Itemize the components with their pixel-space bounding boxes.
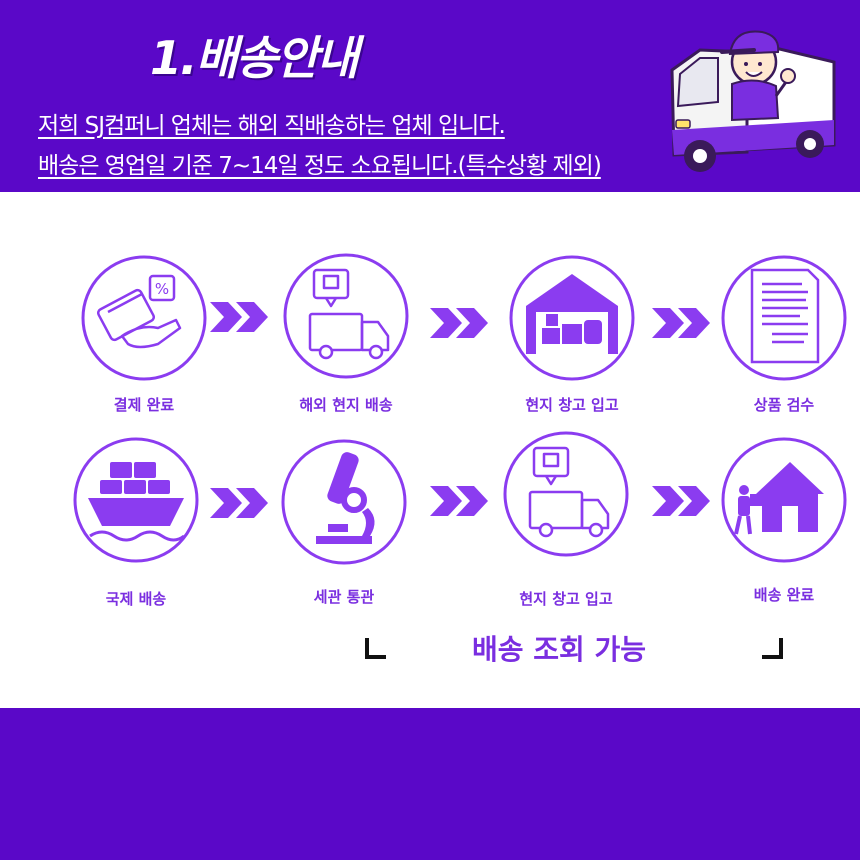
step-label: 현지 창고 입고 <box>519 590 613 608</box>
microscope-icon <box>316 452 375 544</box>
credit-card-icon: % <box>96 274 182 349</box>
warehouse-icon <box>526 274 618 354</box>
svg-text:%: % <box>155 280 169 298</box>
chevron-right-icon <box>428 306 494 340</box>
chevron-right-icon <box>650 306 716 340</box>
chevron-right-icon <box>650 484 716 518</box>
delivery-truck-icon <box>308 268 390 360</box>
chevron-right-icon <box>208 300 274 334</box>
bracket-left-icon <box>364 636 388 660</box>
step-label: 세관 통관 <box>313 588 375 606</box>
step-local-warehouse <box>508 254 636 382</box>
step-label: 배송 완료 <box>753 586 815 604</box>
header-banner: 1.배송안내 저희 SJ컴퍼니 업체는 해외 직배송하는 업체 입니다. 배송은… <box>0 0 860 192</box>
step-label: 결제 완료 <box>113 396 175 414</box>
cargo-ship-icon <box>88 462 185 542</box>
page-title: 1.배송안내 <box>150 31 359 85</box>
step-payment-complete: % <box>80 254 208 382</box>
document-icon <box>750 268 820 364</box>
delivery-truck-icon <box>528 446 610 538</box>
step-overseas-delivery <box>282 252 410 380</box>
step-label: 현지 창고 입고 <box>525 396 619 414</box>
step-customs-clearance <box>280 438 408 566</box>
intro-line-2: 배송은 영업일 기준 7~14일 정도 소요됩니다.(특수상황 제외) <box>38 153 602 179</box>
chevron-right-icon <box>208 486 274 520</box>
step-label: 국제 배송 <box>105 590 167 608</box>
delivery-driver-truck-illustration <box>662 10 840 180</box>
step-international-shipping <box>72 436 200 564</box>
step-delivery-complete <box>720 436 848 564</box>
intro-line-1: 저희 SJ컴퍼니 업체는 해외 직배송하는 업체 입니다. <box>38 113 506 139</box>
step-product-inspection <box>720 254 848 382</box>
chevron-right-icon <box>428 484 494 518</box>
bracket-right-icon <box>760 636 784 660</box>
step-label: 상품 검수 <box>753 396 815 414</box>
step-label: 해외 현지 배송 <box>299 396 393 414</box>
tracking-available-label: 배송 조회 가능 <box>472 633 647 666</box>
house-icon <box>734 462 824 535</box>
step-local-warehouse-2 <box>502 430 630 558</box>
